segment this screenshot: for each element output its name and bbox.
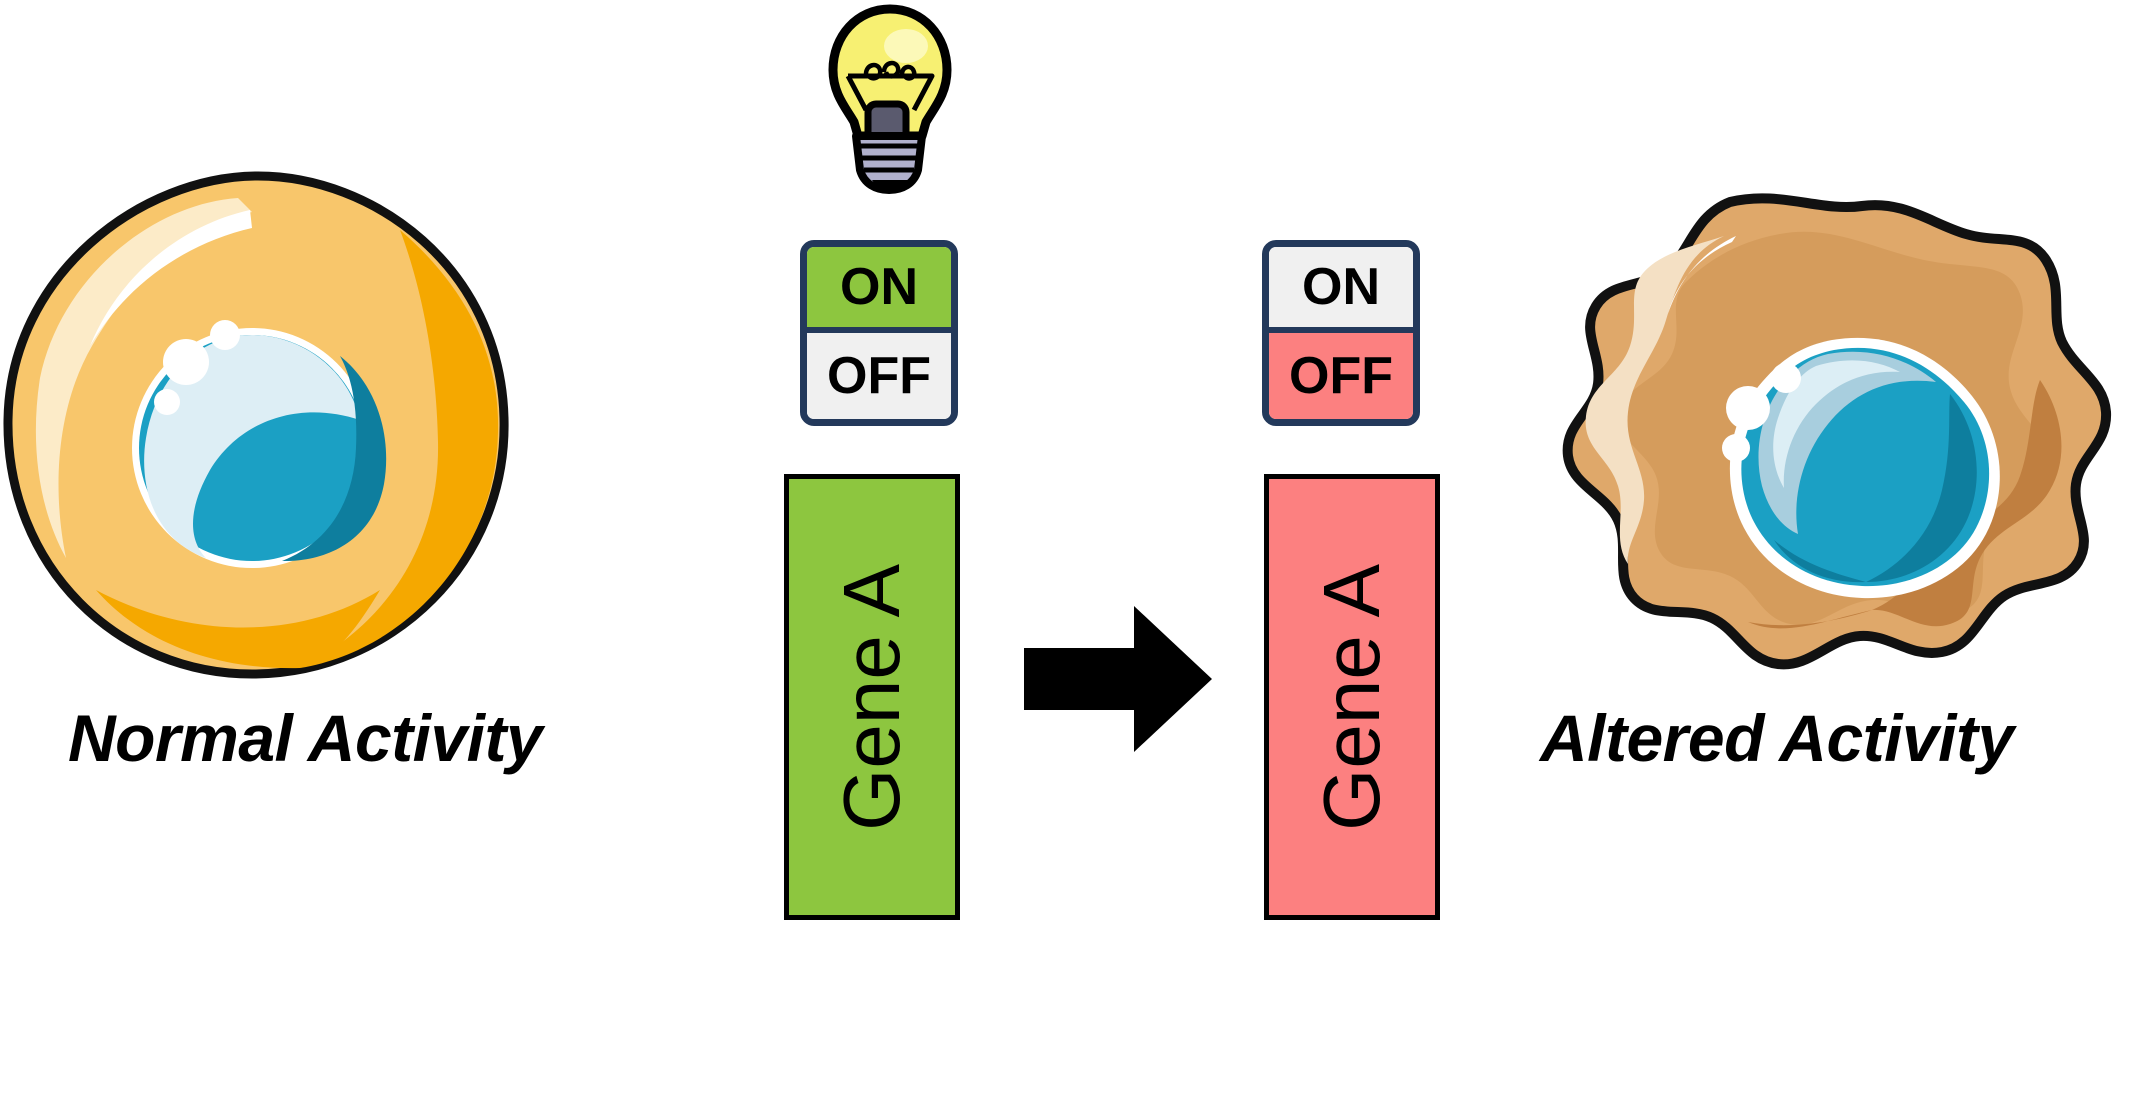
cytoplasm-highlight: [1585, 236, 1724, 564]
gene-a-state-toggle-normal[interactable]: ON OFF: [800, 240, 958, 426]
lightbulb-icon: [826, 4, 954, 194]
gene-a-bar-label: Gene A: [827, 563, 916, 831]
cytoplasm-highlight: [35, 198, 252, 558]
gene-a-bar-altered: Gene A: [1264, 474, 1440, 920]
gene-a-bar-label: Gene A: [1307, 563, 1396, 831]
gene-a-bar-normal: Gene A: [784, 474, 960, 920]
cytoplasm-highlight-edge: [90, 210, 252, 346]
nuclear-pore: [154, 389, 180, 415]
nucleus-shadow-lower: [1774, 540, 1866, 583]
normal-cell-illustration: [0, 170, 520, 680]
arrow-shape: [1024, 606, 1212, 752]
nucleus-shadow: [1866, 394, 1977, 582]
cytoplasm-shadow-lower: [1748, 610, 1872, 629]
normal-activity-caption: Normal Activity: [68, 701, 543, 775]
nucleus-shadow: [282, 356, 387, 562]
bulb-contact-tip: [872, 180, 908, 192]
nuclear-pore: [1726, 386, 1770, 430]
bulb-glass-highlight: [884, 29, 928, 63]
bulb-filament-coil: [863, 60, 917, 81]
toggle-option-off[interactable]: OFF: [807, 333, 951, 419]
toggle-option-off[interactable]: OFF: [1269, 333, 1413, 419]
cytoplasm-shadow: [1872, 380, 2062, 627]
cytoplasm-shadow-lower: [96, 590, 380, 669]
cytoplasm-shadow: [300, 230, 499, 668]
right-arrow-icon: [1024, 604, 1214, 754]
toggle-option-on[interactable]: ON: [807, 247, 951, 333]
bulb-screw-threads: [860, 143, 918, 173]
nucleus-highlight: [144, 335, 360, 558]
nuclear-pore: [163, 339, 209, 385]
altered-activity-caption: Altered Activity: [1540, 701, 2014, 775]
altered-cell-illustration: [1480, 190, 2120, 690]
gene-a-state-toggle-altered[interactable]: ON OFF: [1262, 240, 1420, 426]
nuclear-pore: [1771, 363, 1801, 393]
nucleus-highlight-inner: [1773, 360, 1900, 488]
toggle-option-on[interactable]: ON: [1269, 247, 1413, 333]
nuclear-pore: [210, 320, 240, 350]
nuclear-pore: [1722, 434, 1750, 462]
